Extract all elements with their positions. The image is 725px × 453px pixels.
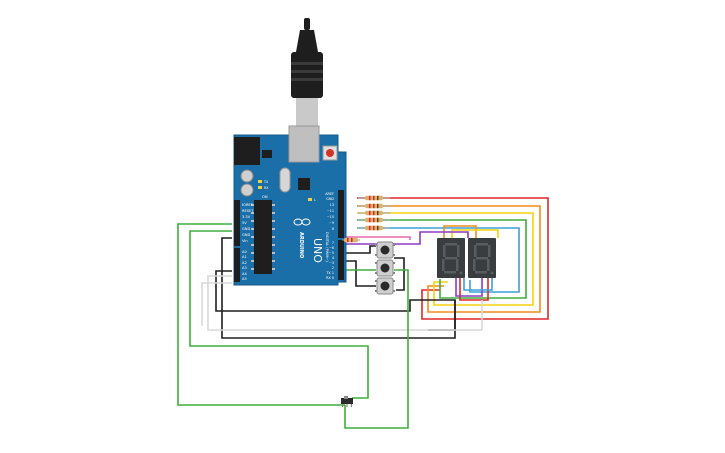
analog-pin-label: A2 — [242, 261, 247, 265]
digital-pin-label: TX 1 — [325, 271, 334, 275]
usb-plug-body — [291, 52, 323, 98]
digital-pin-label: ~5 — [329, 251, 334, 255]
digital-header — [338, 190, 344, 280]
led-tx — [258, 180, 262, 183]
resistor[interactable] — [342, 237, 360, 243]
resistor[interactable] — [358, 203, 390, 209]
digital-pin-label: 13 — [330, 203, 334, 207]
wire-red-2 — [459, 278, 489, 301]
l-label: L — [314, 198, 316, 202]
resistor[interactable] — [358, 210, 390, 216]
pushbuttons — [375, 241, 395, 295]
analog-pin-label: A1 — [242, 255, 247, 259]
arduino-uno-board[interactable]: IOREF RESET 3.3V 5V GND GND Vin A0 A1 A2… — [233, 125, 347, 286]
digital-pin-label: RX 0 — [326, 276, 334, 280]
seven-segment-display[interactable] — [468, 238, 496, 278]
on-label: ON — [262, 195, 268, 199]
analog-pin-label: A4 — [242, 272, 247, 276]
pushbutton[interactable] — [375, 259, 395, 277]
arduino-logo — [293, 218, 311, 226]
pushbutton[interactable] — [375, 241, 395, 259]
digital-pin-label: GND — [326, 197, 334, 201]
digital-pin-label: ~10 — [327, 215, 334, 219]
digital-pin-label: ~9 — [329, 221, 334, 225]
wire-green-1 — [177, 223, 345, 406]
capacitor-2 — [240, 183, 254, 197]
wires — [177, 197, 549, 429]
rx-label: RX — [264, 186, 269, 190]
resistor[interactable] — [358, 217, 390, 223]
tx-label: TX — [263, 180, 269, 184]
wire-black-5 — [221, 237, 456, 339]
power-header — [234, 200, 240, 246]
wire-orange — [357, 205, 541, 313]
digital-header-label: DIGITAL (PWM~) — [325, 232, 329, 262]
digital-pin-label: 8 — [332, 227, 334, 231]
voltage-regulator — [262, 150, 272, 158]
digital-pin-label: ~3 — [329, 261, 334, 265]
pushbutton[interactable] — [375, 277, 395, 295]
wire-purple-2 — [455, 278, 483, 297]
model-label: UNO — [311, 238, 324, 263]
usb-chip — [298, 178, 310, 190]
led-rx — [258, 186, 262, 189]
wire-white-2 — [201, 282, 232, 326]
analog-pin-labels: A0 A1 A2 A3 A4 A5 — [242, 250, 247, 281]
wire-green-right — [357, 219, 527, 299]
digital-pin-label: ~11 — [327, 209, 334, 213]
dc-power-jack — [234, 137, 260, 165]
power-pin-label: IOREF — [242, 203, 253, 207]
slide-switch[interactable] — [341, 396, 353, 407]
usb-b-port — [288, 125, 320, 163]
power-pin-label: GND — [242, 227, 250, 231]
analog-header — [234, 248, 240, 282]
power-pin-label: RESET — [242, 209, 254, 213]
seven-segment-display[interactable] — [437, 238, 465, 278]
wire-black-2 — [340, 245, 376, 254]
digital-pin-label: 2 — [332, 266, 334, 270]
digital-pin-label: 7 — [332, 241, 334, 245]
brand-label: ARDUINO — [298, 232, 304, 258]
power-pin-labels: IOREF RESET 3.3V 5V GND GND Vin — [242, 203, 254, 243]
resistor[interactable] — [358, 195, 390, 201]
digital-pin-labels: AREF GND 13 ~11 ~10 ~9 8 7 ~6 ~5 4 ~3 2 … — [325, 192, 334, 280]
wire-yellow-2 — [451, 229, 499, 238]
power-pin-label: 5V — [242, 221, 247, 225]
wire-blue — [357, 227, 520, 293]
crystal-oscillator — [279, 167, 291, 193]
analog-pin-label: A0 — [242, 250, 247, 254]
wire-blue-2 — [463, 278, 493, 291]
capacitor-1 — [240, 169, 254, 183]
wire-black-3 — [394, 257, 405, 291]
usb-cable — [291, 18, 323, 126]
power-pin-label: Vin — [242, 239, 248, 243]
wire-green-2 — [189, 230, 369, 399]
analog-pin-label: A3 — [242, 266, 247, 270]
analog-pin-label: A5 — [242, 277, 247, 281]
digital-pin-label: 4 — [332, 256, 334, 260]
segments — [473, 243, 494, 275]
resistors — [342, 195, 390, 243]
power-pin-label: 3.3V — [242, 215, 251, 219]
usb-plug-metal — [296, 98, 318, 126]
wire-yellow — [357, 212, 534, 306]
wire-green-3 — [344, 269, 409, 429]
wire-pink — [340, 236, 411, 240]
digital-pin-label: ~6 — [329, 246, 334, 250]
wire-black-4 — [340, 260, 376, 287]
resistor[interactable] — [358, 225, 390, 231]
power-pin-label: GND — [242, 233, 250, 237]
led-l — [308, 198, 312, 201]
digital-pin-label: AREF — [325, 192, 334, 196]
wire-red — [357, 197, 549, 320]
atmega-chip — [254, 200, 272, 274]
wire-white-1 — [207, 275, 483, 331]
segments — [442, 243, 463, 275]
